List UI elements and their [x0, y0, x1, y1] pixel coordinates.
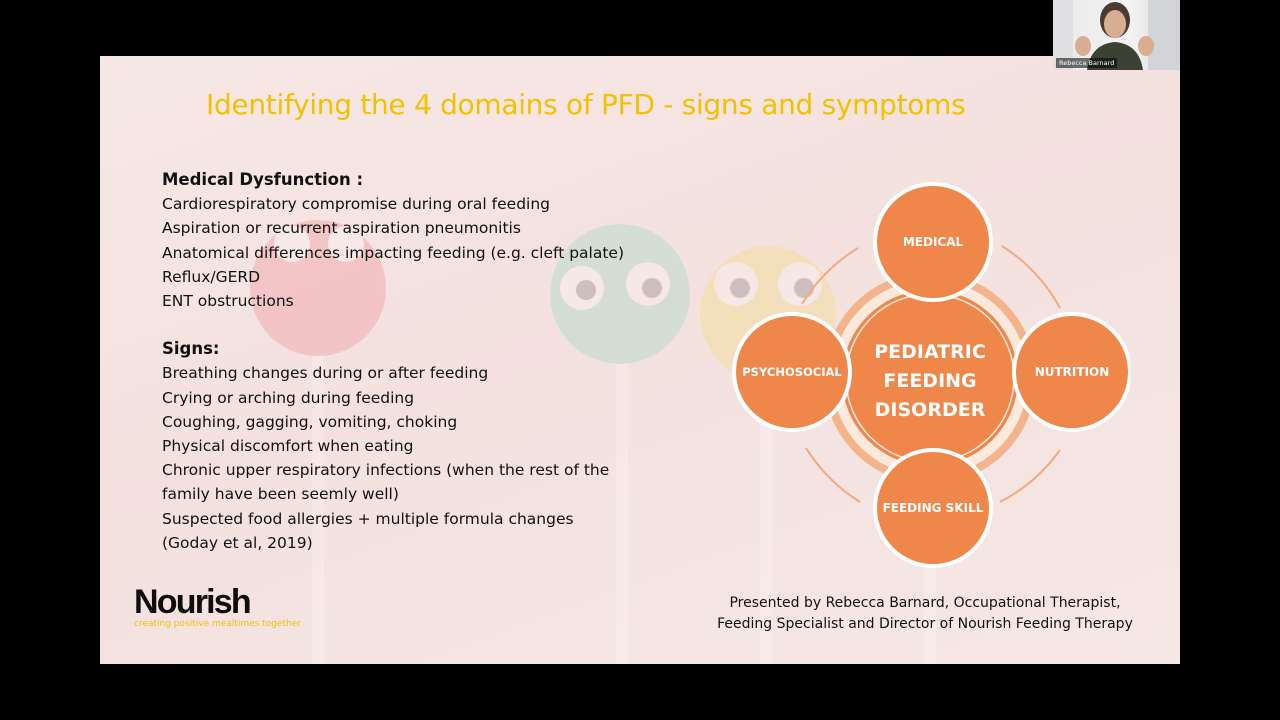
signs-item: Suspected food allergies + multiple form… [162, 509, 574, 528]
medical-item: Reflux/GERD [162, 267, 261, 286]
medical-item: Anatomical differences impacting feeding… [162, 243, 625, 262]
center-label-line: DISORDER [875, 399, 986, 421]
presenter-credit: Presented by Rebecca Barnard, Occupation… [680, 593, 1170, 635]
signs-item: Coughing, gagging, vomiting, choking [162, 412, 458, 431]
medical-item: ENT obstructions [162, 292, 294, 311]
logo-wordmark: Nourish [134, 583, 252, 621]
psychosocial-circle [732, 312, 852, 432]
credit-line: Feeding Specialist and Director of Nouri… [717, 616, 1133, 632]
center-label-line: FEEDING [883, 370, 976, 392]
presenter-video-icon [1053, 0, 1180, 70]
signs-item: Breathing changes during or after feedin… [162, 364, 489, 383]
medical-heading: Medical Dysfunction : [162, 170, 364, 189]
connector-arcs [801, 245, 1061, 503]
participant-name: Rebecca Barnard [1056, 58, 1118, 68]
logo-tagline: creating positive mealtimes together [134, 619, 301, 629]
feeding-skill-circle [873, 448, 993, 568]
signs-item: family have been seemly well) [162, 485, 399, 504]
nutrition-label: NUTRITION [1035, 365, 1110, 379]
medical-circle [873, 182, 993, 302]
medical-item: Cardiorespiratory compromise during oral… [162, 195, 550, 214]
spacer [162, 313, 682, 337]
center-label-line: PEDIATRIC [874, 341, 986, 363]
pfd-domains-diagram: PEDIATRIC FEEDING DISORDER MEDICAL PSYCH… [732, 182, 1130, 568]
center-circle [842, 290, 1018, 466]
nourish-logo: Nourish creating positive mealtimes toge… [134, 584, 301, 629]
slide-content: Medical Dysfunction : Cardiorespiratory … [162, 168, 682, 555]
medical-item: Aspiration or recurrent aspiration pneum… [162, 219, 521, 238]
medical-label: MEDICAL [903, 235, 964, 249]
signs-heading: Signs: [162, 339, 220, 359]
slide-title: Identifying the 4 domains of PFD - signs… [206, 88, 966, 121]
credit-line: Presented by Rebecca Barnard, Occupation… [729, 595, 1121, 611]
nutrition-circle [1012, 312, 1130, 432]
signs-item: Chronic upper respiratory infections (wh… [162, 461, 610, 480]
psychosocial-label: PSYCHOSOCIAL [742, 365, 842, 379]
feeding-skill-label: FEEDING SKILL [883, 501, 984, 515]
signs-item: Crying or arching during feeding [162, 388, 415, 407]
signs-item: Physical discomfort when eating [162, 437, 414, 456]
webcam-thumbnail[interactable]: Rebecca Barnard [1053, 0, 1180, 70]
citation: (Goday et al, 2019) [162, 533, 313, 552]
presentation-slide: Identifying the 4 domains of PFD - signs… [100, 56, 1180, 664]
